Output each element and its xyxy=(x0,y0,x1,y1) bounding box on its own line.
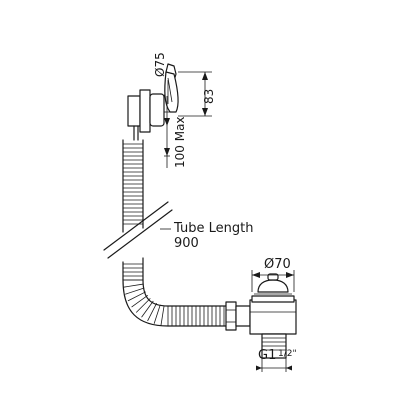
dimension-label-83: 83 xyxy=(202,89,216,104)
tube-rib xyxy=(131,294,149,308)
tube-rib xyxy=(123,283,144,288)
tube-rib xyxy=(153,304,161,324)
tube-rib xyxy=(135,298,151,313)
tube-corrugations xyxy=(123,143,225,326)
dimension-label-thread-main: G1 xyxy=(258,348,276,363)
dimension-label-thread-fraction: 1/2" xyxy=(278,349,297,359)
corrugated-tube xyxy=(103,139,229,327)
dimension-thread-size: G1 1/2" xyxy=(256,348,297,372)
waste-assembly xyxy=(225,273,297,359)
dimension-label-diameter-70: Ø70 xyxy=(264,257,291,272)
tube-rib xyxy=(127,291,146,302)
tube-rib xyxy=(141,300,154,318)
dimension-diameter-75: Ø75 xyxy=(153,52,169,104)
tube-rib xyxy=(160,305,165,326)
dimension-diameter-70: Ø70 xyxy=(251,257,295,292)
tube-length-callout: Tube Length 900 xyxy=(160,221,253,251)
dimension-label-diameter-75: Ø75 xyxy=(153,52,167,77)
tube-length-value: 900 xyxy=(174,236,199,251)
tube-rib xyxy=(147,302,158,322)
dimension-height-83: 83 xyxy=(178,71,216,117)
tube-length-label: Tube Length xyxy=(173,221,253,236)
plug-head xyxy=(254,273,292,295)
dimension-label-100-max: 100 Max xyxy=(173,116,187,168)
tube-rib xyxy=(125,287,145,295)
dimension-100-max: 100 Max xyxy=(164,96,187,168)
